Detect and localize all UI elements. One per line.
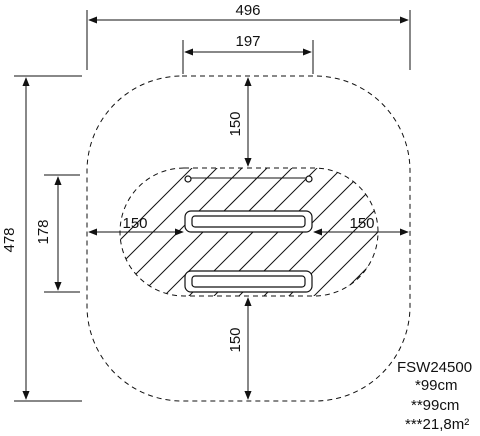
equipment-bottom-bar [184, 270, 313, 293]
equipment-width-dimension: 197 [182, 33, 314, 74]
overall-width-dimension: 496 [86, 2, 411, 70]
right-clearance-label: 150 [349, 215, 374, 232]
right-clearance-dimension: 150 [313, 215, 409, 236]
model-code: FSW24500 [397, 359, 472, 376]
overall-depth-dimension: 478 [1, 75, 82, 402]
info-line-3: ***21,8m² [405, 416, 469, 433]
safety-zone-outline [86, 75, 411, 402]
equipment-depth-dimension: 178 [35, 174, 80, 293]
info-block: FSW24500 *99cm **99cm ***21,8m² [397, 359, 472, 433]
left-clearance-dimension: 150 [88, 215, 184, 236]
equipment-depth-label: 178 [35, 219, 52, 244]
equipment-middle-bar [184, 210, 313, 233]
top-clearance-label: 150 [227, 111, 244, 136]
bottom-clearance-dimension: 150 [227, 297, 252, 400]
left-clearance-label: 150 [122, 215, 147, 232]
info-line-2: **99cm [411, 397, 459, 414]
overall-depth-label: 478 [1, 227, 18, 252]
info-line-1: *99cm [415, 377, 458, 394]
bottom-clearance-label: 150 [227, 327, 244, 352]
equipment-top-bar [184, 175, 313, 183]
top-clearance-dimension: 150 [227, 77, 252, 167]
overall-width-label: 496 [235, 2, 260, 19]
equipment-width-label: 197 [235, 33, 260, 50]
